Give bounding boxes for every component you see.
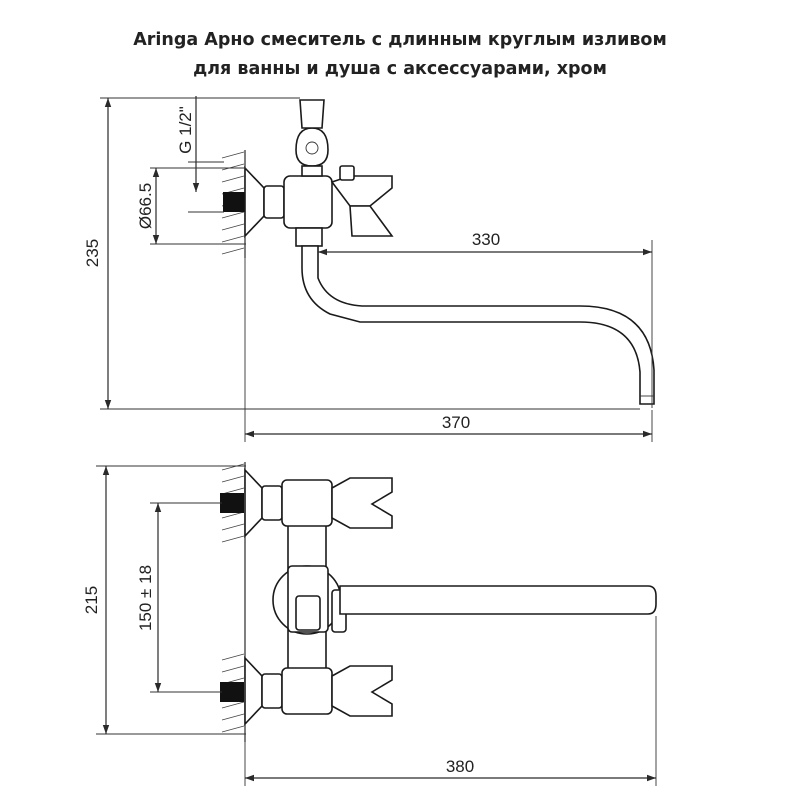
drawing-title: Aringa Арно смеситель с длинным круглым … [0, 26, 800, 84]
dimensions-bottom: 215 150 ± 18 380 [82, 465, 657, 786]
holder-bracket [299, 99, 325, 129]
inlet-pipe-hot [220, 493, 244, 513]
dim-thread: G 1/2" [176, 106, 195, 154]
dim-height-235: 235 [83, 239, 102, 267]
handle-cold [331, 665, 393, 717]
flange-hot [244, 467, 263, 539]
nut-cold [261, 673, 283, 709]
shower-holder [295, 127, 329, 167]
dim-flange-diameter: Ø66.5 [136, 183, 155, 229]
spout-front [339, 585, 657, 615]
eccentric-nut-top [263, 185, 285, 219]
dim-center-distance: 150 ± 18 [136, 565, 155, 631]
title-line-2: для ванны и душа с аксессуарами, хром [193, 59, 607, 79]
valve-body-cold [281, 667, 333, 715]
flange-top [244, 165, 265, 239]
mixer-body-side [283, 175, 333, 229]
flange-cold [244, 655, 263, 727]
dimensions-top: 235 G 1/2" Ø66.5 330 370 [83, 96, 653, 442]
spout-neck [295, 227, 323, 247]
wall-bottom [220, 462, 246, 742]
inlet-pipe-cold [220, 682, 244, 702]
inlet-pipe-top [223, 192, 245, 212]
dim-depth-370: 370 [442, 413, 470, 432]
nut-hot [261, 485, 283, 521]
title-line-1: Aringa Арно смеситель с длинным круглым … [133, 30, 667, 50]
wall-top [221, 150, 246, 258]
dim-spout-length: 330 [472, 230, 500, 249]
side-view [221, 99, 655, 405]
valve-body-hot [281, 479, 333, 527]
diverter-knob [339, 165, 355, 181]
dim-height-215: 215 [82, 586, 101, 614]
handle-hot [331, 477, 393, 529]
dim-width-380: 380 [446, 757, 474, 776]
long-spout [301, 245, 655, 405]
plan-view [220, 462, 657, 742]
